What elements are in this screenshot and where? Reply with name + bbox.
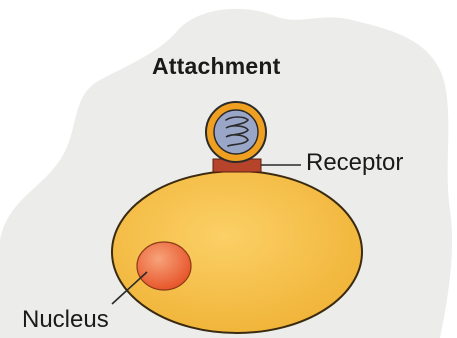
nucleus [137, 242, 191, 290]
diagram-title: Attachment [152, 55, 281, 78]
virus-particle-icon [206, 102, 266, 162]
receptor-label: Receptor [306, 151, 403, 175]
nucleus-label: Nucleus [22, 308, 109, 332]
